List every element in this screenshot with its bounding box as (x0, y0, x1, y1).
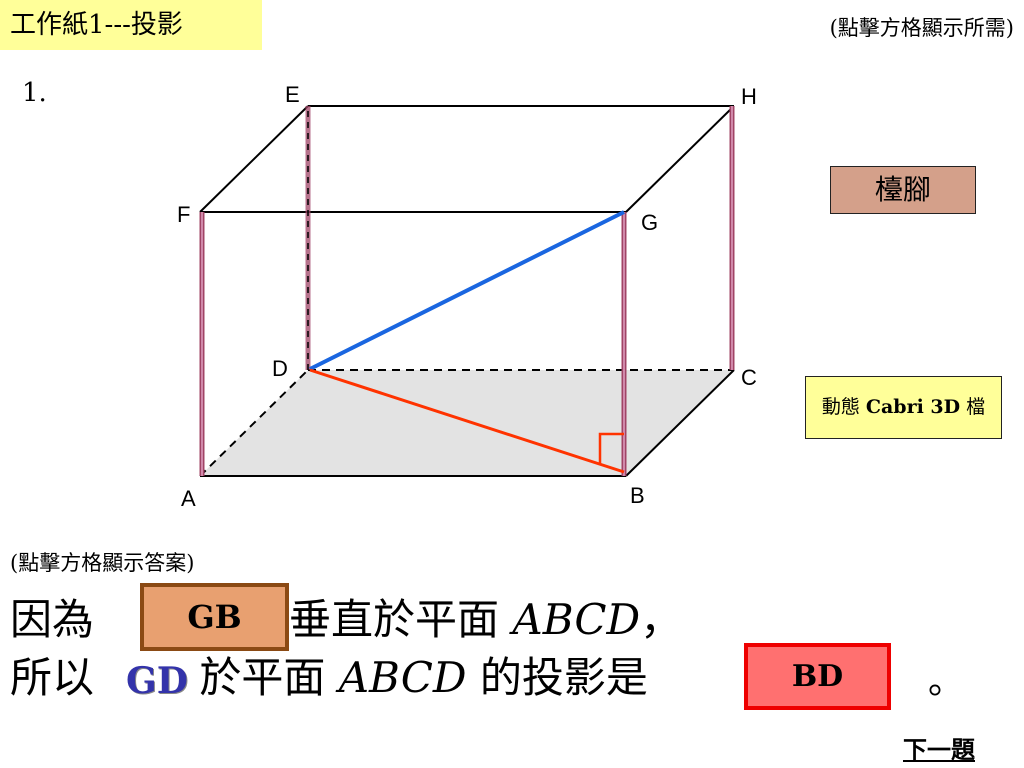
question-number: 1. (22, 78, 47, 108)
segment-gd (309, 210, 625, 371)
vertex-label-f: F (177, 202, 190, 227)
line1-mid: 垂直於平面 (289, 595, 513, 644)
answer-line-2: 所以 於平面 ABCD 的投影是 (10, 650, 648, 706)
top-hint: (點擊方格顯示所需) (829, 16, 1014, 40)
line2-mid2: 的投影是 (466, 653, 648, 702)
vertex-label-h: H (741, 84, 757, 109)
vertex-label-b: B (630, 483, 645, 508)
edge-bc (625, 369, 735, 477)
cabri-prefix: 動態 (821, 396, 866, 418)
plane-name-2: ABCD (338, 653, 467, 702)
line2-prefix: 所以 (10, 653, 108, 702)
next-question-link[interactable]: 下一題 (903, 735, 975, 764)
line1-suffix: ， (640, 595, 683, 644)
cabri-3d-button[interactable]: 動態 Cabri 3D 檔 (805, 376, 1002, 439)
page-title: 工作紙1---投影 (0, 0, 262, 50)
edge-gh (625, 105, 735, 213)
answer-line-1: 因為 垂直於平面 ABCD， (10, 592, 682, 648)
edge-fe (199, 105, 309, 213)
table-leg-button[interactable]: 檯腳 (830, 166, 976, 214)
line2-mid: 於平面 (199, 653, 339, 702)
vertex-label-a: A (181, 486, 196, 511)
vertex-label-g: G (641, 210, 658, 235)
segment-db (309, 368, 625, 474)
answer-box-gb[interactable]: GB (140, 583, 289, 651)
cabri-name: Cabri 3D (865, 396, 961, 418)
floor-plane (200, 370, 734, 476)
vertex-label-c: C (741, 365, 757, 390)
edge-ad-hidden (199, 369, 309, 477)
cabri-suffix: 檔 (960, 396, 986, 418)
full-stop: 。 (928, 661, 965, 702)
answer-box-bd[interactable]: BD (744, 643, 891, 710)
right-angle-mark (598, 432, 624, 465)
vertex-label-e: E (285, 82, 300, 107)
segment-gd-label: GD (126, 660, 188, 702)
vertex-label-d: D (272, 356, 288, 381)
answer-hint: (點擊方格顯示答案) (10, 551, 195, 575)
line1-prefix: 因為 (10, 595, 95, 644)
plane-name-1: ABCD (512, 595, 641, 644)
